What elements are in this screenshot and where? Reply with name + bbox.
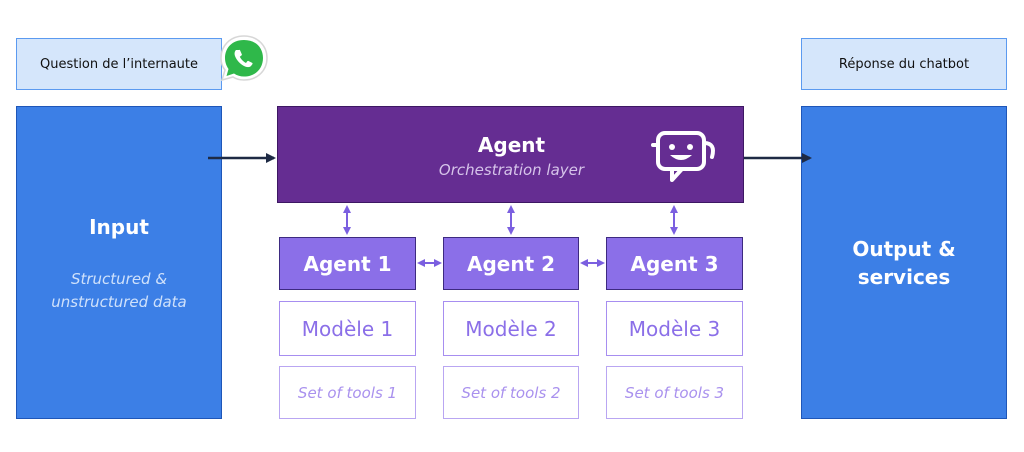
model-3-box: Modèle 3 — [606, 301, 743, 356]
tools-1-box: Set of tools 1 — [279, 366, 416, 419]
orchestrator-block: Agent Orchestration layer — [277, 106, 744, 203]
agent-1-box: Agent 1 — [279, 237, 416, 290]
chatbot-icon — [650, 125, 722, 185]
output-block: Output & services — [801, 106, 1007, 419]
input-title: Input — [89, 215, 149, 239]
model-1-box: Modèle 1 — [279, 301, 416, 356]
response-label: Réponse du chatbot — [838, 56, 970, 72]
whatsapp-icon — [216, 32, 272, 84]
output-title-line2: services — [857, 265, 951, 289]
orchestrator-subtitle: Orchestration layer — [438, 161, 585, 179]
agent-3-box: Agent 3 — [606, 237, 743, 290]
input-subtitle-line1: Structured & — [70, 270, 168, 288]
output-title-line1: Output & — [852, 237, 956, 261]
response-label-box: Réponse du chatbot — [801, 38, 1007, 90]
question-label: Question de l’internaute — [39, 56, 198, 72]
agent-2-box: Agent 2 — [443, 237, 579, 290]
tools-3-box: Set of tools 3 — [606, 366, 743, 419]
model-2-box: Modèle 2 — [443, 301, 579, 356]
input-subtitle-line2: unstructured data — [51, 293, 187, 311]
tools-2-box: Set of tools 2 — [443, 366, 579, 419]
question-label-box: Question de l’internaute — [16, 38, 222, 90]
input-block: Input Structured & unstructured data — [16, 106, 222, 419]
orchestrator-title: Agent — [477, 133, 546, 157]
